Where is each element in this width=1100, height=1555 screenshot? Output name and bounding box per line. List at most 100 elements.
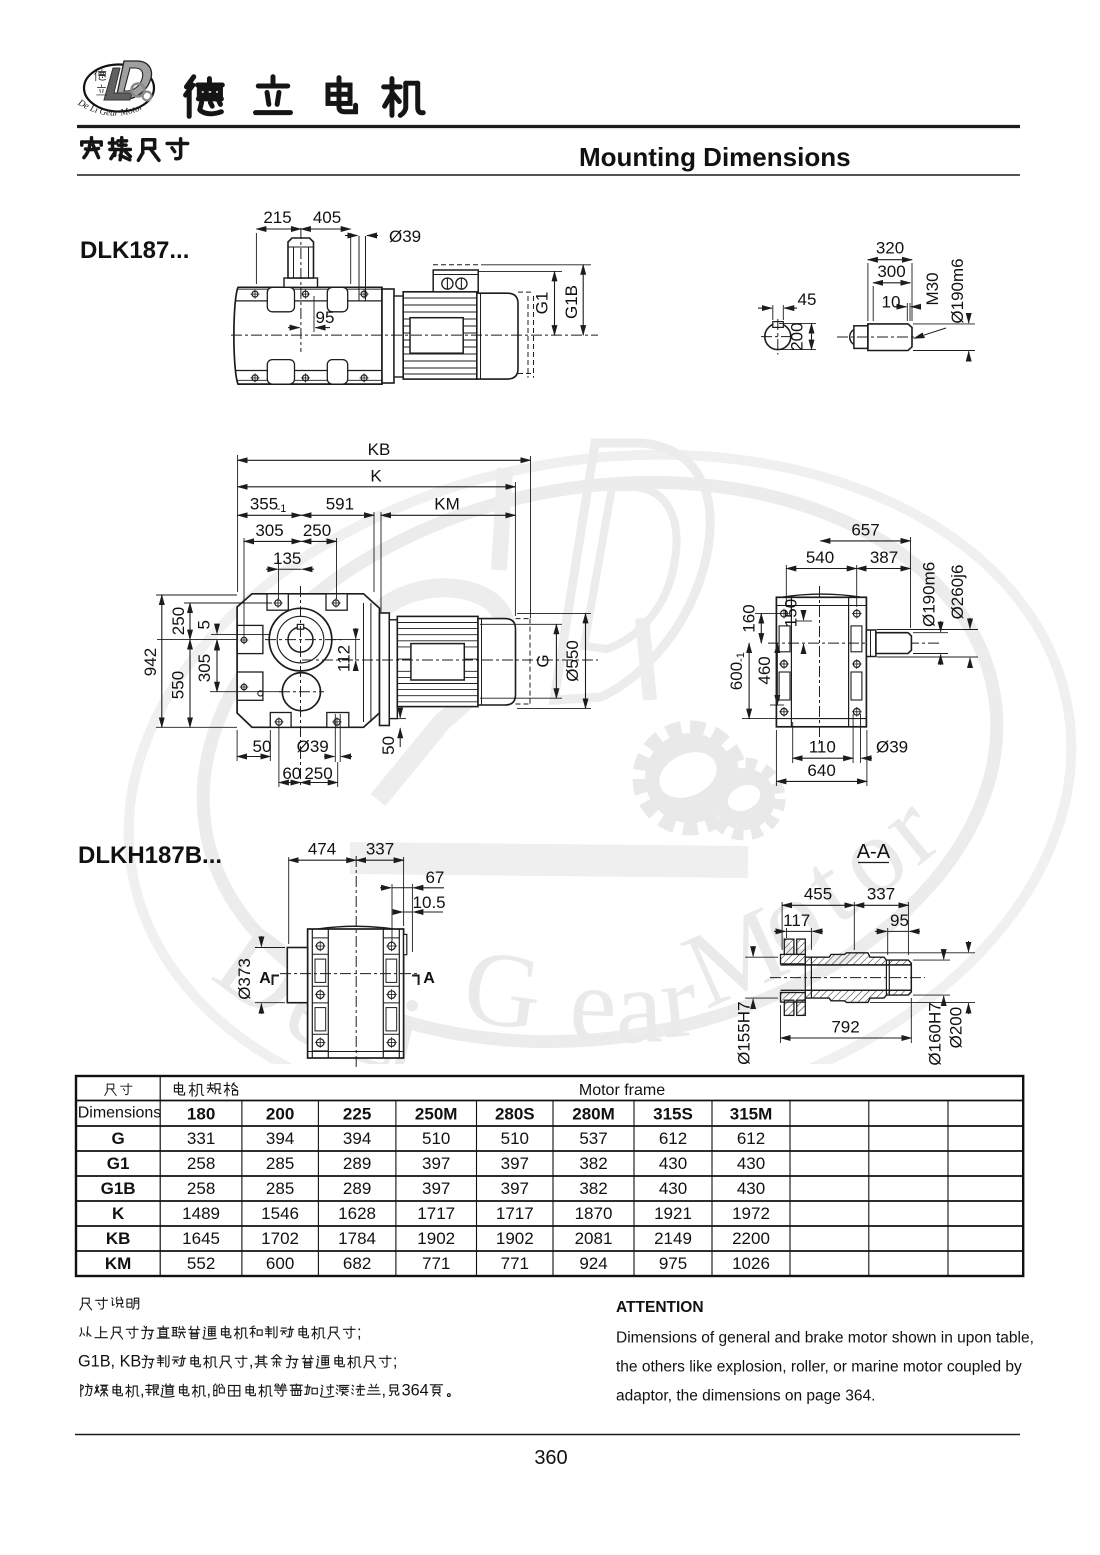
- svg-text:540: 540: [806, 548, 834, 567]
- svg-text:A-A: A-A: [857, 841, 891, 863]
- svg-text:792: 792: [831, 1018, 859, 1037]
- svg-text:1026: 1026: [732, 1254, 770, 1273]
- svg-text:510: 510: [422, 1129, 450, 1148]
- svg-text:364: 364: [402, 1382, 429, 1400]
- svg-text:397: 397: [422, 1154, 450, 1173]
- svg-text:430: 430: [659, 1154, 687, 1173]
- svg-text:Ø39: Ø39: [297, 737, 329, 756]
- svg-text:,: ,: [382, 1382, 387, 1400]
- svg-text:285: 285: [266, 1179, 294, 1198]
- svg-text:160: 160: [740, 604, 759, 632]
- svg-text:430: 430: [659, 1179, 687, 1198]
- svg-text:430: 430: [737, 1179, 765, 1198]
- svg-text:DLKH187B...: DLKH187B...: [78, 842, 222, 869]
- svg-text:G: G: [534, 654, 553, 667]
- svg-text:430: 430: [737, 1154, 765, 1173]
- svg-text:Ø155H7: Ø155H7: [734, 1002, 753, 1065]
- svg-text:10: 10: [882, 293, 901, 312]
- svg-text:Ø373: Ø373: [235, 958, 254, 1000]
- svg-text:1717: 1717: [496, 1204, 534, 1223]
- svg-text:1489: 1489: [182, 1204, 220, 1223]
- svg-text:258: 258: [187, 1154, 215, 1173]
- svg-text:474: 474: [308, 840, 336, 859]
- svg-text:1645: 1645: [182, 1229, 220, 1248]
- svg-text:67: 67: [425, 868, 444, 887]
- svg-text:455: 455: [804, 885, 832, 904]
- svg-text:5: 5: [195, 620, 214, 629]
- svg-text:1972: 1972: [732, 1204, 770, 1223]
- svg-text:A: A: [259, 970, 271, 987]
- svg-text:M30: M30: [923, 272, 942, 305]
- svg-text:112: 112: [335, 645, 354, 672]
- svg-text:1546: 1546: [261, 1204, 299, 1223]
- svg-text:Mounting Dimensions: Mounting Dimensions: [579, 142, 851, 172]
- svg-text:A: A: [423, 970, 435, 987]
- svg-text:1902: 1902: [496, 1229, 534, 1248]
- svg-text:KB: KB: [106, 1229, 131, 1248]
- svg-text:1784: 1784: [338, 1229, 376, 1248]
- svg-text:510: 510: [501, 1129, 529, 1148]
- svg-text:382: 382: [579, 1179, 607, 1198]
- svg-text:612: 612: [737, 1129, 765, 1148]
- svg-text:600: 600: [727, 662, 746, 690]
- svg-text:942: 942: [141, 648, 160, 676]
- svg-text:289: 289: [343, 1179, 371, 1198]
- svg-text:250: 250: [304, 764, 332, 783]
- svg-text:50: 50: [379, 736, 398, 755]
- svg-text:,: ,: [207, 1382, 212, 1400]
- svg-text:Ø39: Ø39: [389, 227, 421, 246]
- svg-text:KB: KB: [368, 440, 391, 459]
- svg-text:2149: 2149: [654, 1229, 692, 1248]
- svg-text:337: 337: [867, 885, 895, 904]
- svg-text:1921: 1921: [654, 1204, 692, 1223]
- svg-text:135: 135: [273, 549, 301, 568]
- svg-text:;: ;: [393, 1353, 398, 1371]
- svg-text:G: G: [111, 1129, 124, 1148]
- svg-text:771: 771: [422, 1254, 450, 1273]
- svg-text:397: 397: [501, 1154, 529, 1173]
- svg-text:Dimensions: Dimensions: [78, 1105, 162, 1122]
- svg-text:552: 552: [187, 1254, 215, 1273]
- svg-text:460: 460: [755, 656, 774, 684]
- svg-text:60: 60: [282, 764, 301, 783]
- svg-text:280S: 280S: [495, 1105, 535, 1124]
- svg-text:Ø260j6: Ø260j6: [948, 565, 967, 620]
- svg-text:G1B: G1B: [101, 1179, 136, 1198]
- svg-text:the others like explosion, rol: the others like explosion, roller, or ma…: [616, 1359, 1022, 1376]
- svg-text:315S: 315S: [653, 1105, 693, 1124]
- svg-text:adaptor, the dimensions on pag: adaptor, the dimensions on page 364.: [616, 1388, 875, 1405]
- svg-text:360: 360: [534, 1447, 567, 1469]
- svg-text:2081: 2081: [575, 1229, 613, 1248]
- svg-text:320: 320: [876, 239, 904, 258]
- svg-text:771: 771: [501, 1254, 529, 1273]
- svg-text:975: 975: [659, 1254, 687, 1273]
- svg-text:Ø190m6: Ø190m6: [919, 562, 938, 627]
- svg-text:Ø190m6: Ø190m6: [948, 258, 967, 323]
- svg-text:382: 382: [579, 1154, 607, 1173]
- svg-text:1702: 1702: [261, 1229, 299, 1248]
- svg-text:924: 924: [579, 1254, 607, 1273]
- svg-text:2200: 2200: [732, 1229, 770, 1248]
- svg-text:,: ,: [140, 1382, 145, 1400]
- svg-text:Ø550: Ø550: [563, 640, 582, 682]
- svg-text:KM: KM: [105, 1254, 131, 1273]
- svg-text:250: 250: [303, 521, 331, 540]
- svg-text:600: 600: [266, 1254, 294, 1273]
- svg-text:117: 117: [783, 911, 810, 930]
- svg-text:ATTENTION: ATTENTION: [616, 1299, 704, 1316]
- svg-text:355: 355: [250, 495, 278, 514]
- svg-text:Motor frame: Motor frame: [579, 1082, 665, 1099]
- svg-text:394: 394: [266, 1129, 294, 1148]
- svg-text:45: 45: [798, 290, 817, 309]
- svg-text:387: 387: [870, 548, 898, 567]
- svg-text:289: 289: [343, 1154, 371, 1173]
- svg-text:1628: 1628: [338, 1204, 376, 1223]
- svg-text:-1: -1: [277, 503, 287, 515]
- svg-text:1870: 1870: [575, 1204, 613, 1223]
- svg-text:;: ;: [357, 1324, 362, 1342]
- svg-text:250: 250: [169, 607, 188, 635]
- svg-text:-1: -1: [735, 652, 747, 662]
- svg-text:337: 337: [366, 840, 394, 859]
- svg-text:95: 95: [890, 911, 909, 930]
- svg-text:G: G: [457, 927, 549, 1054]
